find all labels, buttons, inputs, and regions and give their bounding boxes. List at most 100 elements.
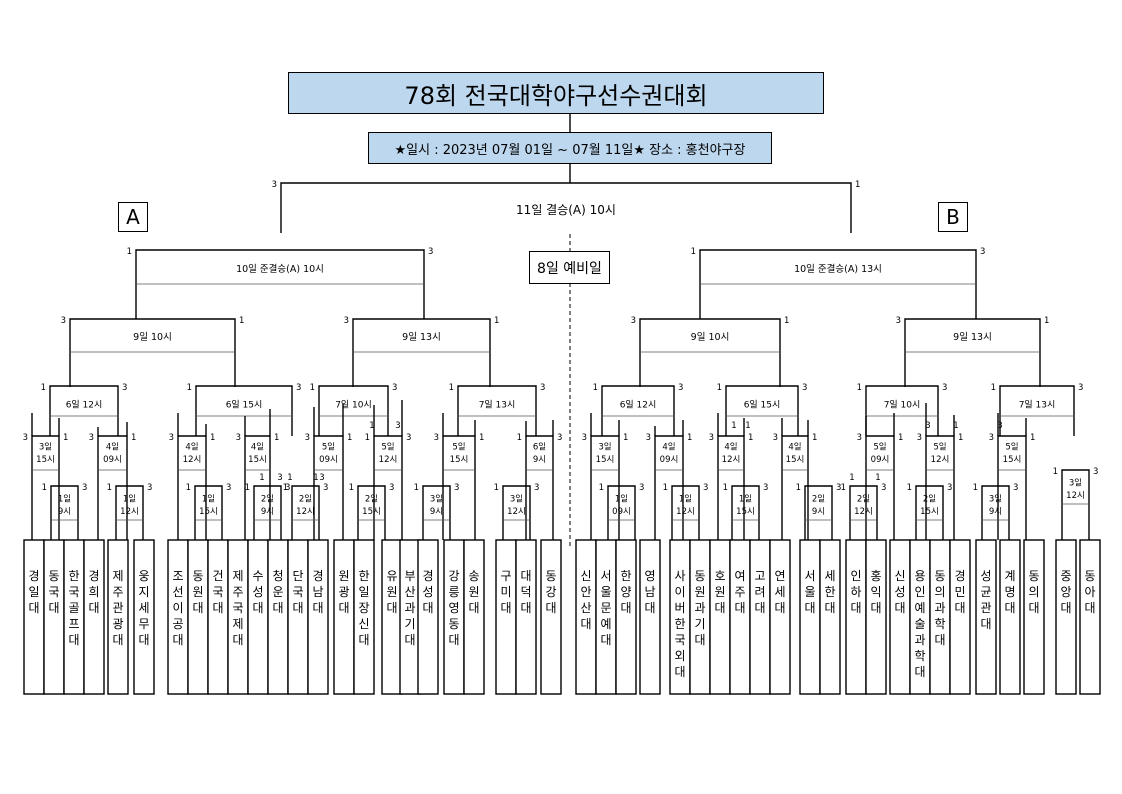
match-score-right: 3 <box>534 483 539 493</box>
team-box <box>999 539 1021 695</box>
match-bracket <box>671 485 700 540</box>
match-score-left: 3 <box>631 316 636 326</box>
match-bracket <box>135 249 425 319</box>
match-label: 15시 <box>786 455 805 465</box>
team-name-char: 홍 <box>870 569 881 583</box>
match-score-right: 3 <box>1078 383 1083 393</box>
match-score-left: 1 <box>365 433 370 443</box>
team-name-char: 세 <box>774 585 785 599</box>
match-label: 12시 <box>379 455 398 465</box>
team-name-char: 운 <box>272 585 283 599</box>
team-name-char: 지 <box>138 585 149 599</box>
match-score-right: 3 <box>947 483 952 493</box>
match-bracket <box>357 485 386 540</box>
match-label: 7일 13시 <box>1019 400 1056 411</box>
match-score-left: 1 <box>127 247 132 257</box>
match-score-left: 3 <box>582 433 587 443</box>
match-score-left: 1 <box>186 483 191 493</box>
team-name-char: 버 <box>674 601 685 615</box>
team-name-char: 국 <box>48 585 59 599</box>
team-name-char: 국 <box>232 601 243 615</box>
team-name-char: 동 <box>1028 569 1039 583</box>
team-name-char: 일 <box>28 585 39 599</box>
team-name-char: 울 <box>600 585 611 599</box>
match-score-right: 3 <box>763 483 768 493</box>
match-bracket <box>195 385 293 436</box>
match-score-left: 1 <box>310 383 315 393</box>
match-label: 4일 <box>251 442 264 452</box>
team-box <box>749 539 771 695</box>
reserve-day-box: 8일 예비일 <box>529 251 610 284</box>
match-score-left: 3 <box>857 433 862 443</box>
match-score-left: 1 <box>973 483 978 493</box>
team-box <box>287 539 309 695</box>
page-title: 78회 전국대학야구선수권대회 <box>288 72 824 114</box>
match-score-right: 1 <box>784 316 789 326</box>
team-name-char: 대 <box>252 601 263 615</box>
team-name-char: 릉 <box>448 585 459 599</box>
match-score-left: 1 <box>796 483 801 493</box>
team-name-char: 울 <box>804 585 815 599</box>
team-name-char: 주 <box>734 585 745 599</box>
team-box <box>769 539 791 695</box>
match-label: 9시 <box>58 507 71 517</box>
match-bracket <box>49 385 119 436</box>
match-bracket <box>442 435 476 540</box>
team-name-char: 대 <box>68 633 79 647</box>
team-name-char: 대 <box>914 665 925 679</box>
match-bracket <box>97 435 128 540</box>
match-score-right: 3 <box>323 483 328 493</box>
team-name-char: 대 <box>954 601 965 615</box>
team-name-char: 광 <box>112 617 123 631</box>
match-bracket <box>1061 469 1090 540</box>
team-box <box>889 539 911 695</box>
match-score-right: 1 <box>748 433 753 443</box>
match-bracket <box>457 385 537 436</box>
match-score-right: 1 <box>687 433 692 443</box>
seed-score: 1 <box>287 473 292 483</box>
team-name-char: 대 <box>714 601 725 615</box>
team-name-char: 신 <box>358 617 369 631</box>
team-name-char: 이 <box>172 601 183 615</box>
team-name-char: 동 <box>192 569 203 583</box>
match-score-right: 3 <box>122 383 127 393</box>
match-label: 15시 <box>36 455 55 465</box>
match-label: 6일 15시 <box>226 400 263 411</box>
match-label: 3일 <box>39 442 52 452</box>
team-name-char: 신 <box>580 569 591 583</box>
team-name-char: 양 <box>620 585 631 599</box>
match-label: 11일 결승(A) 10시 <box>516 203 616 217</box>
team-name-char: 부 <box>404 569 415 583</box>
team-name-char: 세 <box>824 569 835 583</box>
match-label: 09시 <box>612 507 631 517</box>
team-name-char: 계 <box>1004 569 1015 583</box>
team-name-char: 대 <box>448 633 459 647</box>
match-score-left: 1 <box>857 383 862 393</box>
team-name-char: 무 <box>138 617 149 631</box>
match-bracket <box>925 435 955 540</box>
team-name-char: 희 <box>88 585 99 599</box>
match-label: 1일 <box>739 494 752 504</box>
match-label: 5일 <box>381 442 394 452</box>
team-name-char: 청 <box>272 569 283 583</box>
schedule-info: ★일시 : 2023년 07월 01일 ~ 07월 11일★ 장소 : 홍천야구… <box>368 132 772 164</box>
match-score-right: 1 <box>63 433 68 443</box>
match-bracket <box>781 435 809 540</box>
team-name-char: 대 <box>172 633 183 647</box>
team-name-char: 산 <box>404 585 415 599</box>
match-score-right: 1 <box>347 433 352 443</box>
team-name-char: 경 <box>312 569 323 583</box>
match-score-left: 3 <box>344 316 349 326</box>
team-name-char: 대 <box>694 633 705 647</box>
team-name-char: 대 <box>545 601 556 615</box>
team-name-char: 의 <box>1028 585 1039 599</box>
team-name-char: 예 <box>914 601 925 615</box>
team-name-char: 서 <box>804 569 815 583</box>
match-bracket <box>313 435 344 540</box>
match-score-right: 1 <box>958 433 963 443</box>
seed-score: 1 <box>953 421 958 431</box>
team-name-char: 대 <box>620 601 631 615</box>
team-name-char: 주 <box>112 585 123 599</box>
match-label: 9일 10시 <box>133 332 172 343</box>
team-name-char: 중 <box>1060 569 1071 583</box>
